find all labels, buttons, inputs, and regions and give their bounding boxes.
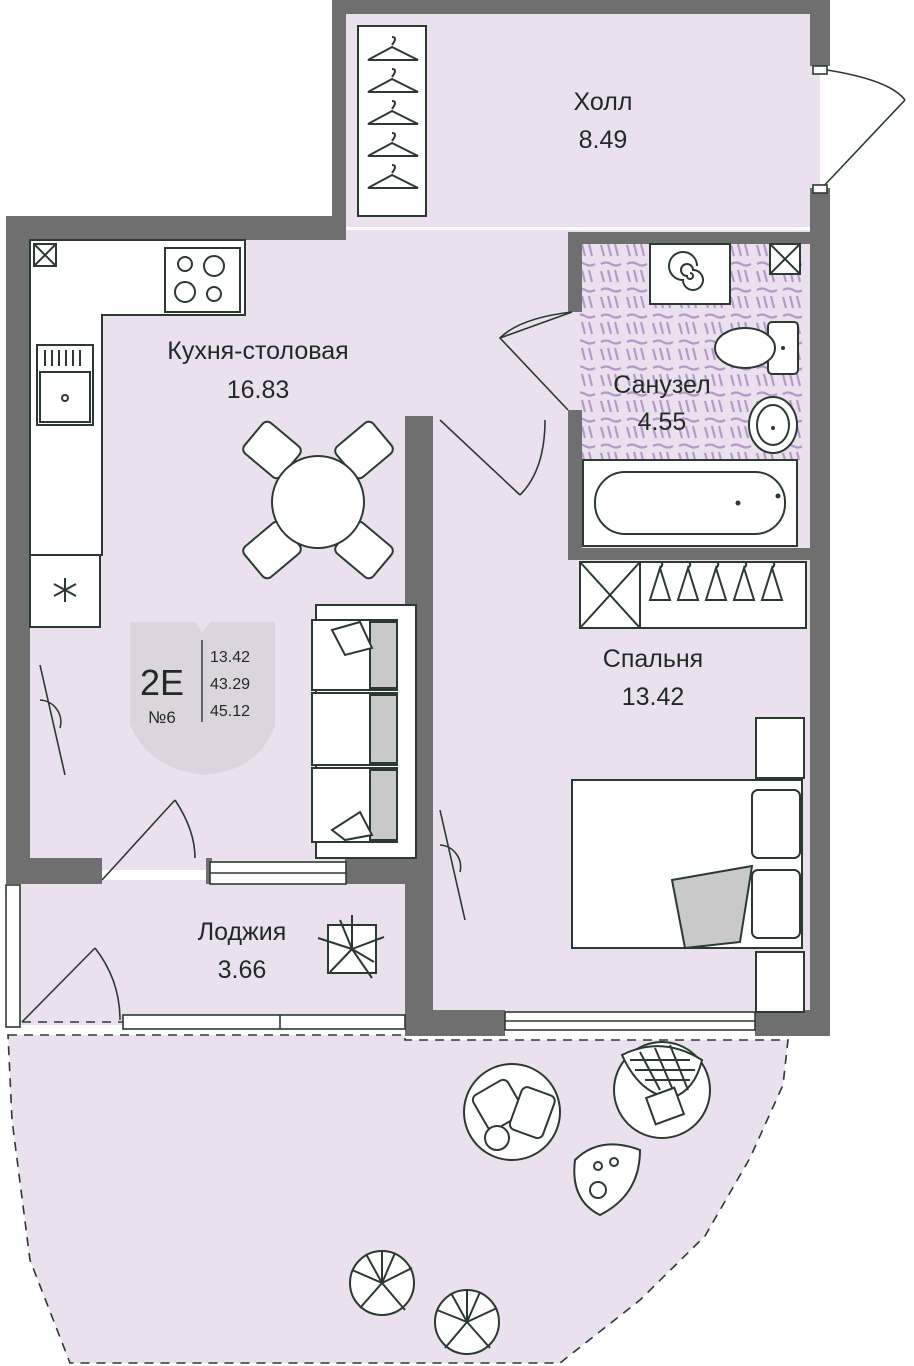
badge-number: №6 (148, 708, 176, 727)
hall-name: Холл (574, 88, 633, 116)
toilet-icon (714, 321, 799, 375)
kitchen-name: Кухня-столовая (167, 337, 348, 365)
side-table-icon (573, 1143, 642, 1217)
badge-area-full: 45.12 (210, 703, 250, 720)
hall-area: 8.49 (579, 126, 628, 154)
washer-icon (53, 578, 77, 602)
bedroom-wardrobe (579, 561, 807, 629)
bedroom-area: 13.42 (622, 683, 685, 711)
hanger-icon (367, 36, 419, 189)
hall-wardrobe (357, 25, 427, 217)
hanging-chair-icon (613, 1041, 711, 1139)
bathtub-icon (582, 459, 798, 547)
doors (21, 65, 906, 1023)
terrace-area (7, 1034, 789, 1364)
apartment-badge (130, 622, 275, 775)
badge-code: 2E (140, 662, 184, 703)
kitchen-counter (29, 239, 246, 628)
loggia-area: 3.66 (218, 956, 267, 984)
loggia-name: Лоджия (198, 918, 287, 946)
armchair-icon (463, 1063, 561, 1161)
kitchen-area: 16.83 (227, 376, 290, 404)
bed (571, 717, 805, 1013)
stove-icon (164, 247, 241, 313)
bathroom-name: Санузел (613, 371, 710, 399)
bathroom-area: 4.55 (638, 408, 687, 436)
hanger-icon (648, 561, 784, 601)
sofa (311, 604, 417, 859)
badge-area-total: 43.29 (210, 676, 250, 693)
plant-icon (349, 1250, 500, 1355)
windows (5, 861, 756, 1031)
basin-icon (748, 396, 798, 454)
dining-table (242, 420, 394, 580)
sink-icon (36, 344, 94, 426)
badge-area-living: 13.42 (210, 649, 250, 666)
fan-icon (668, 251, 704, 291)
bathroom-fixtures (582, 243, 801, 547)
plant-icon (317, 915, 385, 979)
bedroom-name: Спальня (603, 645, 703, 673)
